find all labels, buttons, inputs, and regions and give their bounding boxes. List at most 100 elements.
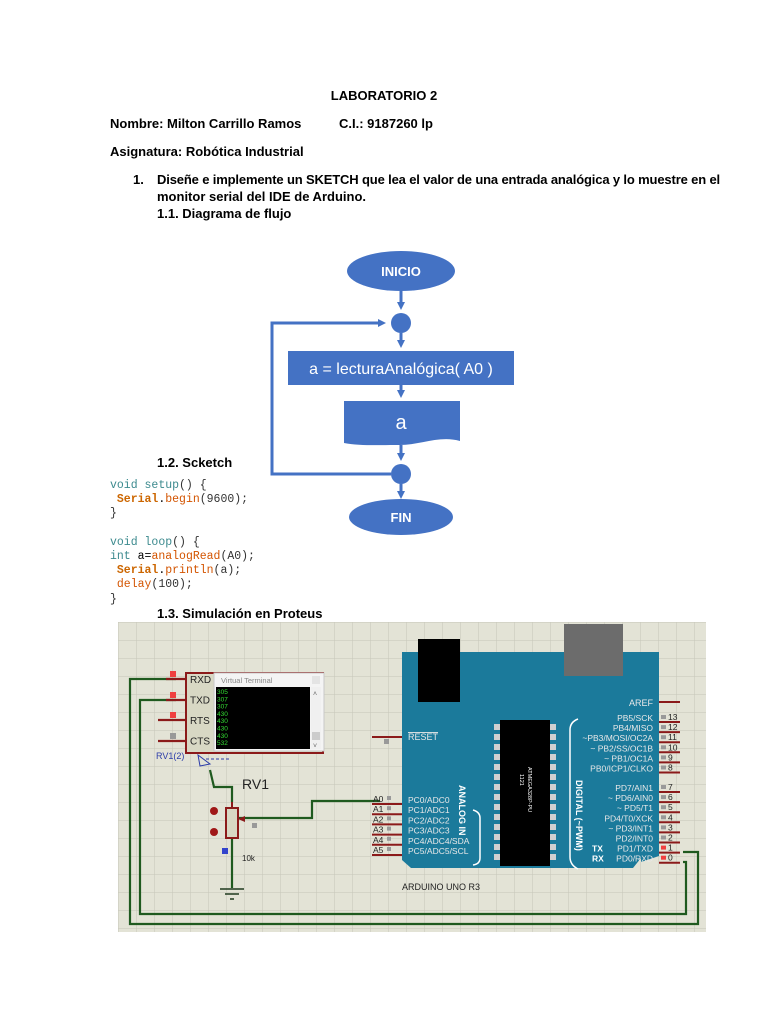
code-token: Serial: [116, 493, 159, 507]
pot-value: 10k: [242, 854, 256, 863]
chip-pin: [494, 744, 500, 750]
terminal-output-line: 430: [217, 711, 228, 718]
digital-pin-label: ~ PB2/SS/OC1B: [590, 743, 653, 753]
terminal-output-line: 532: [217, 740, 228, 747]
chip-pin: [550, 824, 556, 830]
terminal-scrollbar[interactable]: [311, 687, 321, 749]
code-token: void: [110, 479, 138, 492]
flowchart-end: [349, 499, 453, 535]
digital-pin-0: 0: [668, 853, 673, 863]
analog-pin-a5: A5: [373, 845, 384, 855]
serial-tag-rx: RX: [592, 854, 604, 864]
subject: Asignatura: Robótica Industrial: [110, 144, 304, 159]
chip-pin: [550, 834, 556, 840]
digital-pin-7: 7: [668, 782, 673, 792]
potentiometer[interactable]: [225, 807, 239, 839]
digital-pin-13: 13: [668, 712, 678, 722]
arduino-board[interactable]: 1121 ATMEGA328P-PU ANALOG IN DIGITAL (~P…: [372, 624, 680, 870]
terminal-close-button[interactable]: [312, 676, 320, 684]
digital-pin-8: 8: [668, 763, 673, 773]
scroll-up-icon[interactable]: ˄: [313, 691, 317, 698]
code-token: int: [110, 550, 131, 564]
flowchart: INICIO a = lecturaAnalógica( A0 ) a FIN: [270, 251, 514, 535]
terminal-pin-txd: TXD: [190, 696, 210, 707]
section-proteus-heading: 1.3. Simulación en Proteus: [157, 606, 323, 621]
flowchart-end-label: FIN: [391, 510, 412, 525]
code-token: }: [110, 507, 117, 521]
code-token: [138, 479, 145, 492]
terminal-pin-rxd: RXD: [190, 675, 211, 686]
flowchart-process-label: a = lecturaAnalógica( A0 ): [309, 361, 493, 378]
reset-pin-label: RESET: [408, 732, 439, 742]
section-flowchart-heading: 1.1. Diagrama de flujo: [157, 206, 292, 221]
code-token: (100);: [151, 578, 193, 592]
code-token: (9600);: [199, 493, 249, 507]
digital-pin-12: 12: [668, 722, 678, 732]
terminal-output-line: 430: [217, 726, 228, 733]
terminal-output-line: 307: [217, 704, 228, 711]
flowchart-start-label: INICIO: [381, 264, 421, 279]
digital-pin-label: ~ PD5/T1: [617, 803, 653, 813]
code-token: setup: [144, 479, 180, 492]
chip-pin: [550, 814, 556, 820]
code-token: analogRead: [151, 550, 221, 564]
digital-pin-2: 2: [668, 833, 673, 843]
code-line: }: [110, 593, 255, 607]
wire-rxd-to-tx: [128, 677, 700, 926]
code-token: .: [158, 564, 166, 578]
analog-pin-a2: A2: [373, 814, 384, 824]
chip-pin: [550, 854, 556, 860]
code-line: delay(100);: [110, 578, 255, 592]
wire-txd-to-rx: [138, 698, 688, 916]
pin-state-txd: [170, 692, 176, 698]
terminal-output-line: 430: [217, 718, 228, 725]
code-line: void loop() {: [110, 536, 255, 550]
chip-pin: [494, 784, 500, 790]
flowchart-process: [288, 351, 514, 385]
code-line: void setup() {: [110, 479, 255, 493]
aref-pin-label: AREF: [629, 698, 654, 708]
code-line: int a=analogRead(A0);: [110, 550, 255, 564]
digital-pin-1: 1: [668, 843, 673, 853]
digital-pin-5: 5: [668, 802, 673, 812]
student-name: Nombre: Milton Carrillo Ramos: [110, 116, 302, 131]
scroll-thumb[interactable]: [312, 732, 320, 740]
chip-pin: [494, 824, 500, 830]
code-token: }: [110, 592, 117, 606]
digital-pin-label: PD4/T0/XCK: [604, 813, 653, 823]
digital-pin-label: PB4/MISO: [613, 723, 654, 733]
digital-pin-6: 6: [668, 792, 673, 802]
chip-pin: [550, 844, 556, 850]
student-id: C.I.: 9187260 lp: [339, 116, 433, 131]
pot-state-dot: [210, 807, 218, 815]
digital-pin-label: ~ PD3/INT1: [608, 823, 653, 833]
code-token: [110, 493, 117, 506]
digital-pin-10: 10: [668, 742, 678, 752]
analog-pin-label: PC3/ADC3: [408, 826, 450, 836]
digital-pin-11: 11: [668, 732, 677, 742]
code-token: delay: [116, 578, 152, 592]
chip-pin: [494, 844, 500, 850]
digital-pin-4: 4: [668, 812, 673, 822]
digital-pin-label: PD7/AIN1: [615, 783, 653, 793]
flowchart-output-label: a: [395, 412, 407, 434]
probe-label: RV1(2): [156, 751, 184, 761]
code-line: Serial.begin(9600);: [110, 493, 255, 507]
code-line: }: [110, 507, 255, 521]
terminal-screen: [216, 687, 310, 749]
scroll-down-icon[interactable]: ˅: [313, 743, 317, 750]
chip-pin: [494, 764, 500, 770]
analog-in-label: ANALOG IN: [457, 785, 467, 836]
code-token: println: [165, 564, 214, 578]
atmega-chip: [500, 720, 550, 866]
analog-pin-a4: A4: [373, 835, 384, 845]
item-text-line2: monitor serial del IDE de Arduino.: [157, 189, 366, 204]
virtual-terminal-window[interactable]: Virtual Terminal 30530730743043043043053…: [213, 672, 325, 752]
chip-pin: [494, 804, 500, 810]
chip-pin: [550, 794, 556, 800]
pin-state-cts: [170, 733, 176, 739]
item-text-line1: Diseñe e implemente un SKETCH que lea el…: [157, 172, 721, 187]
digital-pin-9: 9: [668, 752, 673, 762]
